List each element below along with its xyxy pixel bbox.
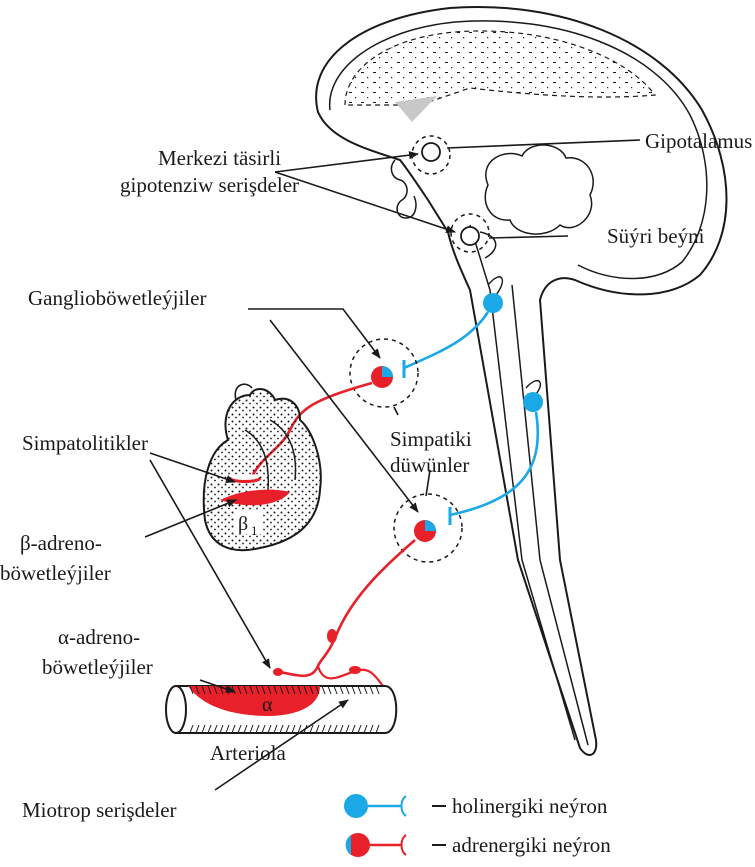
beta1-subscript: 1 (251, 523, 258, 538)
label-alpha-line1: α-adreno- (58, 625, 140, 649)
label-merkezi-line2: gipotenziw serişdeler (120, 173, 299, 197)
cholinergic-neuron-icon (344, 794, 368, 818)
postganglionic-neuron-arteriole (273, 520, 436, 690)
legend-adrenergic-label: adrenergiki neýron (452, 833, 611, 857)
label-beta-line2: böwetleýjiler (0, 561, 111, 585)
arteriole: α (166, 686, 396, 733)
beta1-symbol: β (238, 513, 248, 535)
alpha-symbol: α (262, 694, 273, 716)
gipotalamus-pointer (447, 140, 640, 148)
label-gipotalamus: Gipotalamus (645, 129, 752, 153)
hypothalamus-nucleus (412, 136, 450, 174)
label-alpha-line2: böwetleýjiler (42, 655, 153, 679)
preganglionic-neuron-upper (404, 277, 503, 378)
label-suyri-beyni: Süýri beýni (607, 224, 705, 248)
label-ganglio: Ganglioböwetleýjiler (28, 286, 206, 310)
label-simpatolitikler: Simpatolitikler (22, 431, 148, 455)
legend-cholinergic-label: holinergiki neýron (452, 794, 608, 818)
label-arteriola: Arteriola (210, 741, 286, 765)
label-beta-line1: β-adreno- (20, 531, 102, 555)
legend-adrenergic: adrenergiki neýron (346, 833, 612, 857)
legend-cholinergic: holinergiki neýron (344, 794, 608, 818)
heart: β 1 (204, 384, 321, 550)
label-merkezi-line1: Merkezi täsirli (158, 146, 281, 170)
label-simpatiki-line1: Simpatiki (390, 427, 472, 451)
label-simpatiki-line2: düwünler (390, 453, 469, 477)
suyri-beyni-pointer (489, 236, 568, 238)
label-miotrop: Miotrop serişdeler (22, 798, 177, 822)
legend: holinergiki neýron adrenergiki neýron (344, 794, 611, 857)
